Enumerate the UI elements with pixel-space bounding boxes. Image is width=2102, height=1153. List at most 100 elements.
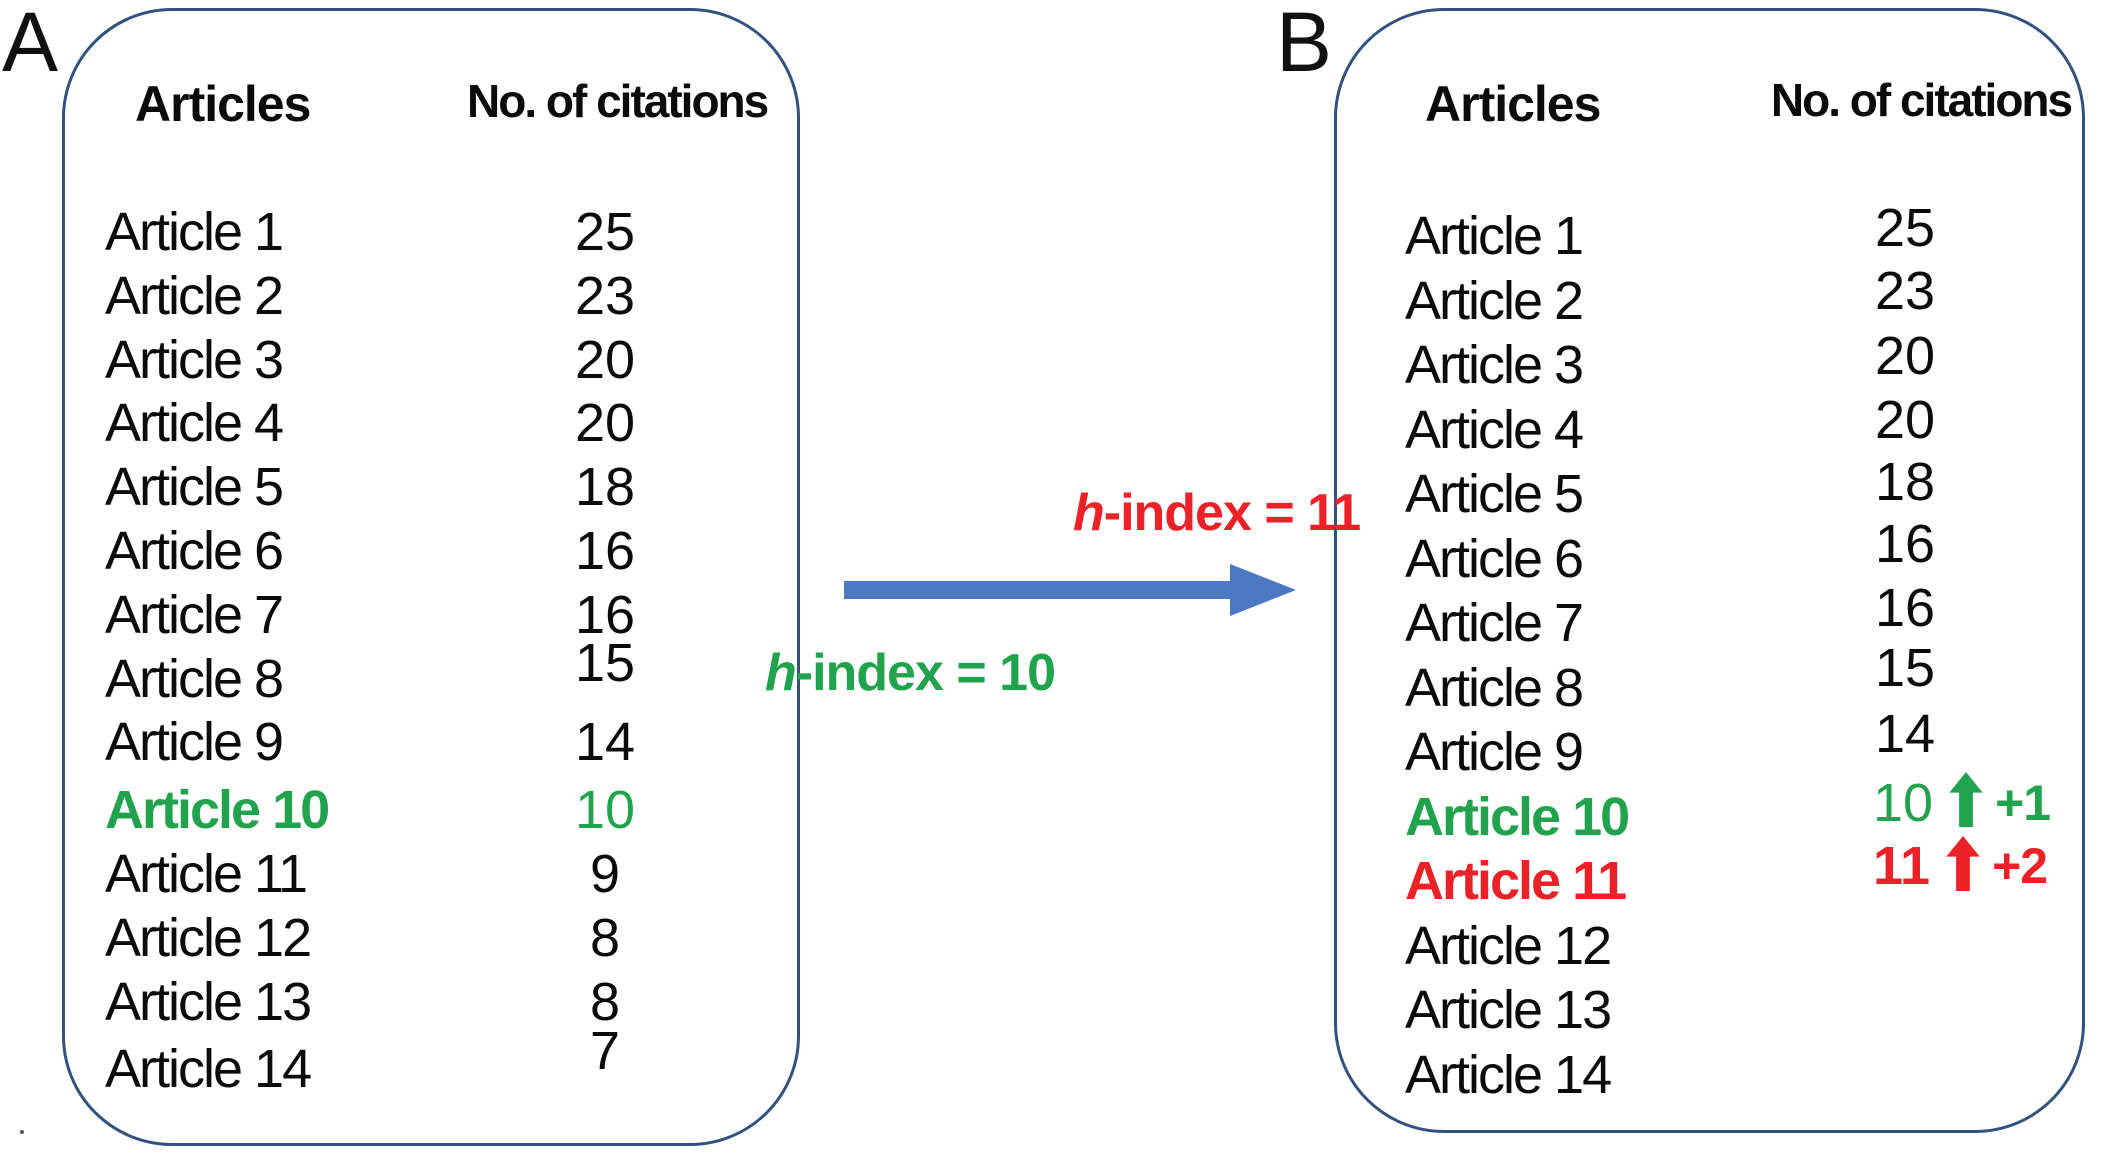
citation-count: 16 (574, 584, 636, 645)
stray-dot (20, 1130, 24, 1134)
citation-count: 25 (574, 202, 636, 262)
h-index-before-italic-h: h (765, 644, 797, 702)
article-name: Article 6 (1405, 528, 1584, 589)
h-index-after-rest: -index = 11 (1103, 484, 1361, 542)
citation-count: 16 (1874, 578, 1936, 638)
citation-value-row: 20 (470, 392, 740, 456)
article-name: Article 4 (105, 393, 284, 454)
article-name: Article 11 (1405, 851, 1627, 911)
article-name: Article 5 (1405, 464, 1584, 524)
h-index-before-label: h-index = 10 (765, 644, 1056, 702)
article-name: Article 12 (1405, 915, 1612, 976)
citation-value-row: 8 (470, 907, 740, 971)
citation-count: 10 (1873, 772, 1934, 833)
panel-a-label: A (2, 0, 59, 89)
up-arrow-icon (1949, 772, 1983, 828)
citation-value-row: 20 (1765, 388, 2045, 453)
citation-count: 20 (1874, 389, 1936, 450)
citation-value-row: 25 (470, 201, 740, 265)
article-name: Article 10 (1405, 786, 1630, 847)
article-name: Article 5 (105, 457, 284, 518)
article-name: Article 3 (1405, 335, 1584, 395)
article-name: Article 4 (1405, 399, 1584, 460)
citation-count: 20 (574, 393, 636, 454)
citation-count: 16 (1874, 513, 1936, 574)
citation-count: 20 (574, 329, 636, 390)
citation-count: 25 (1874, 198, 1936, 258)
transition-arrow-icon (844, 564, 1296, 616)
citation-value-row: 20 (470, 329, 740, 393)
citation-value-row: 10 +1 (1765, 771, 2051, 836)
article-name: Article 14 (1405, 1044, 1612, 1105)
h-index-after-label: h-index = 11 (1073, 484, 1361, 542)
article-name: Article 13 (105, 971, 312, 1032)
citation-delta: +2 (1992, 838, 2048, 894)
citation-value-row: 18 (1765, 450, 2045, 515)
article-name: Article 8 (1405, 657, 1584, 718)
citation-count: 7 (589, 1021, 621, 1082)
citation-value-row: 14 (470, 711, 740, 775)
citation-count: 18 (1874, 452, 1936, 512)
citation-count: 8 (589, 971, 621, 1032)
citation-count: 15 (1874, 637, 1936, 698)
up-arrow-icon (1946, 835, 1980, 891)
article-name: Article 2 (105, 265, 284, 326)
article-name: Article 10 (105, 780, 330, 841)
citation-value-row: 7 (470, 1020, 740, 1084)
citation-value-row: 9 (470, 843, 740, 907)
citation-value-row: 23 (470, 265, 740, 329)
citation-count: 15 (574, 632, 636, 693)
citation-value-row: 20 (1765, 324, 2045, 389)
panel-a-box (62, 8, 800, 1146)
article-name: Article 8 (105, 648, 284, 709)
citation-value-row: 15 (470, 632, 740, 696)
citation-count: 14 (1874, 704, 1936, 764)
citation-value-row: 18 (470, 456, 740, 520)
citation-value-row: 16 (470, 584, 740, 648)
citations-header-b: No. of citations (1770, 74, 2073, 126)
h-index-before-rest: -index = 10 (795, 644, 1056, 702)
citation-count: 11 (1873, 836, 1931, 896)
citation-value-row: 14 (1765, 702, 2045, 767)
citations-header-a: No. of citations (467, 75, 769, 127)
article-name: Article 6 (105, 520, 284, 581)
article-name: Article 3 (105, 329, 284, 390)
article-name: Article 1 (105, 202, 284, 262)
citation-value-row: 11 +2 (1765, 834, 2048, 899)
citation-value-row: 25 (1765, 196, 2045, 261)
citation-count: 23 (1874, 260, 1936, 321)
article-name: Article 14 (105, 1039, 312, 1100)
article-name: Article 1 (1405, 206, 1584, 266)
citation-value-row: 15 (1765, 636, 2045, 701)
articles-header-a: Articles (135, 76, 311, 132)
article-name: Article 12 (105, 907, 312, 968)
citation-count: 10 (574, 780, 636, 841)
citation-value-row: 16 (1765, 512, 2045, 577)
h-index-after-italic-h: h (1073, 484, 1105, 542)
citation-count: 16 (574, 520, 636, 581)
article-name: Article 9 (1405, 722, 1584, 782)
citation-count: 9 (589, 843, 621, 904)
article-name: Article 2 (1405, 270, 1584, 331)
article-name: Article 7 (1405, 593, 1584, 653)
article-name: Article 13 (1405, 980, 1612, 1040)
citation-count: 18 (574, 457, 636, 518)
citation-count: 23 (574, 265, 636, 326)
citation-value-row: 16 (1765, 576, 2045, 641)
articles-header-b: Articles (1425, 76, 1601, 132)
citation-value-row: 8 (470, 971, 740, 1035)
panel-b-box (1334, 8, 2085, 1133)
citation-value-row: 16 (470, 520, 740, 584)
panel-b-label: B (1276, 0, 1333, 89)
citation-count: 8 (589, 907, 621, 968)
article-name: Article 7 (105, 584, 284, 645)
article-name: Article 11 (105, 843, 308, 904)
citation-delta: +1 (1995, 774, 2051, 831)
citation-count: 14 (574, 712, 636, 773)
citation-value-row: 10 (470, 779, 740, 843)
